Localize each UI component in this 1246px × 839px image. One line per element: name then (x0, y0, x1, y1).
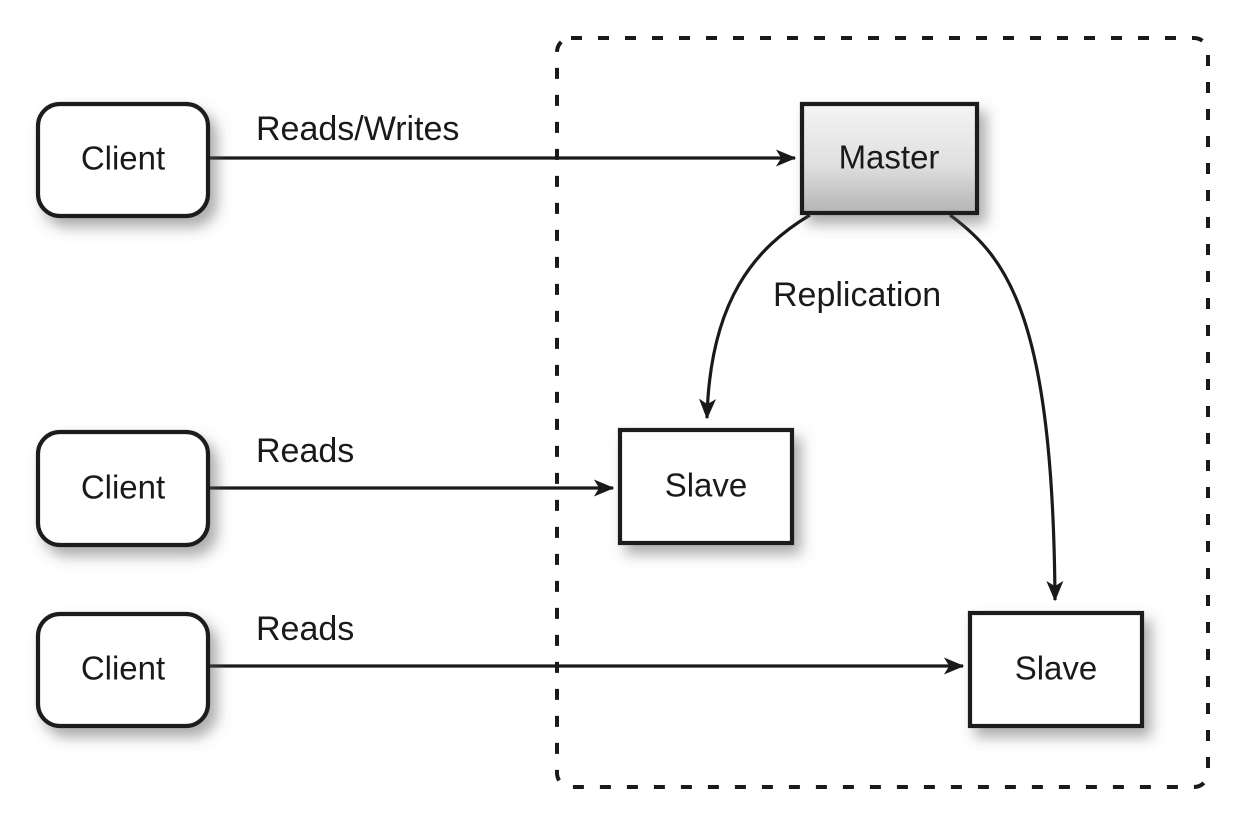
client-3-box[interactable] (35, 611, 211, 729)
slave-2-label: Slave (1015, 650, 1098, 687)
node-client-3[interactable]: Client (35, 611, 211, 729)
master-label: Master (839, 139, 940, 176)
node-slave-1[interactable]: Slave (617, 427, 795, 546)
edge-master-slave1 (698, 213, 811, 420)
slave-1-box[interactable] (617, 427, 795, 546)
server-cluster-boundary (555, 36, 1210, 789)
master-box[interactable] (799, 101, 980, 216)
edge-curve-replication-right (949, 213, 1064, 602)
node-client-1[interactable]: Client (35, 101, 211, 219)
edge-master-slave2 (949, 213, 1064, 602)
slave-1-label: Slave (665, 467, 748, 504)
node-client-2[interactable]: Client (35, 429, 211, 548)
client-2-box[interactable] (35, 429, 211, 548)
client-2-label: Client (81, 469, 165, 506)
slave-2-box[interactable] (967, 610, 1145, 729)
client-3-label: Client (81, 650, 165, 687)
node-slave-2[interactable]: Slave (967, 610, 1145, 729)
edge-label-reads-writes: Reads/Writes (256, 110, 459, 148)
node-master[interactable]: Master (799, 101, 980, 216)
client-1-label: Client (81, 140, 165, 177)
edge-label-reads-2: Reads (256, 610, 354, 648)
client-1-box[interactable] (35, 101, 211, 219)
edge-label-replication: Replication (773, 276, 941, 314)
edge-label-reads-1: Reads (256, 432, 354, 470)
edge-curve-replication-left (698, 213, 811, 420)
